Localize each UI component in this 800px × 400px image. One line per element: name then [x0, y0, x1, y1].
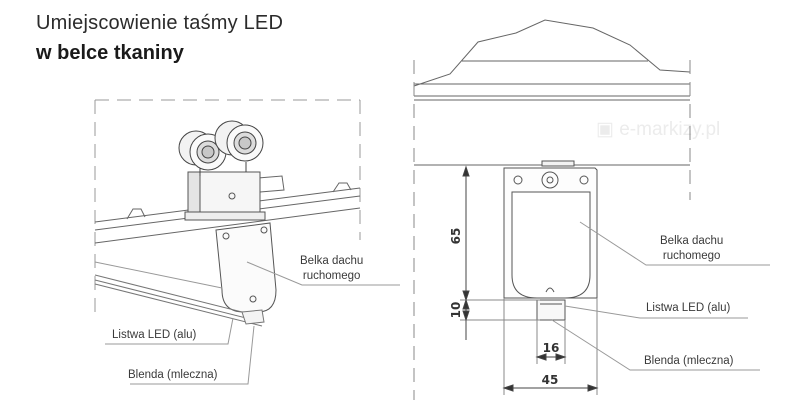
cross-bar: [257, 175, 285, 193]
led-profile: [536, 299, 566, 321]
beam-profile: [503, 160, 598, 299]
led-profile-rail: [94, 274, 265, 327]
leader-lines-right: [551, 221, 770, 371]
dim-beam-height: 65: [449, 228, 463, 245]
right-label-beam: Belka dachu ruchomego: [660, 234, 723, 264]
dashed-frame: [94, 99, 361, 320]
roof-silhouette: [413, 19, 691, 87]
watermark: ▣ e-markizy.pl: [596, 118, 720, 141]
title-line-1: Umiejscowienie taśmy LED: [36, 12, 284, 34]
left-isometric-view: [94, 99, 400, 385]
carriage: [184, 171, 266, 221]
left-label-beam-line1: Belka dachu: [300, 255, 364, 267]
dim-led-height: 10: [449, 302, 463, 319]
right-label-beam-line2: ruchomego: [662, 250, 721, 262]
dim-led-width: 16: [543, 341, 560, 355]
side-dashed-lines: [413, 60, 691, 400]
dimension-lines: [460, 165, 599, 395]
left-label-led-strip: Listwa LED (alu): [112, 329, 197, 341]
watermark-text: e-markizy.pl: [619, 119, 721, 140]
wheels: [178, 120, 264, 176]
right-label-led-strip: Listwa LED (alu): [646, 302, 731, 314]
right-label-diffuser: Blenda (mleczna): [644, 355, 734, 367]
right-orthographic-view: [413, 19, 770, 400]
dim-beam-width: 45: [542, 373, 559, 387]
right-label-beam-line1: Belka dachu: [660, 235, 724, 247]
left-label-beam: Belka dachu ruchomego: [300, 254, 363, 284]
logo-icon: ▣: [596, 119, 614, 140]
beam-end-plate: [215, 222, 277, 313]
left-label-beam-line2: ruchomego: [302, 270, 361, 282]
left-label-diffuser: Blenda (mleczna): [128, 369, 218, 381]
leader-lines: [94, 261, 400, 385]
title-line-2: w belce tkaniny: [36, 42, 184, 64]
